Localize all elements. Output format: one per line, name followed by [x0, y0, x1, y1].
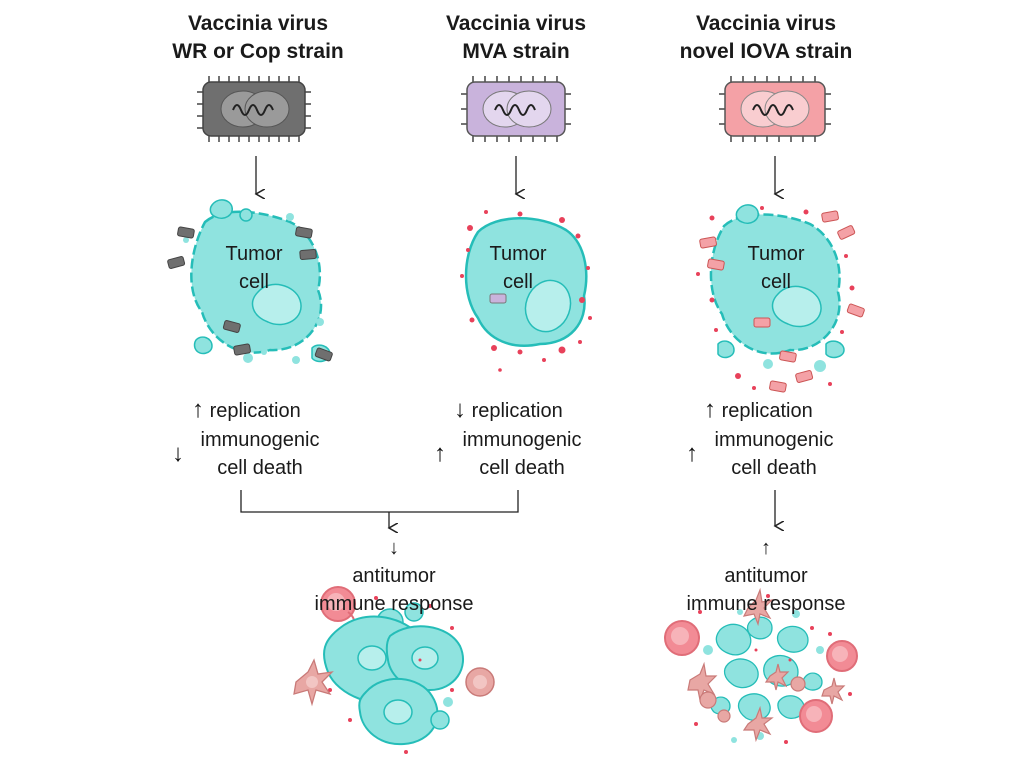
- title-line-2: novel IOVA strain: [679, 40, 853, 63]
- icd-line-1: immunogenic: [714, 429, 834, 451]
- icd-line-1: immunogenic: [462, 429, 582, 451]
- outcome-label-decreased: ↓ antitumor immune response: [284, 534, 504, 618]
- replication-arrow: ↑: [704, 396, 716, 423]
- outcome-arrow: ↓: [389, 537, 399, 559]
- title-line-1: Vaccinia virus: [695, 12, 837, 35]
- icd-arrow-2: ↑: [434, 440, 446, 467]
- replication-label: replication: [209, 400, 301, 422]
- outcome-line-1: ↓ antitumor: [284, 534, 504, 590]
- icd-line-2: cell death: [479, 457, 565, 479]
- outcome-line-2: immune response: [686, 593, 846, 615]
- outcome-text: antitumor: [352, 565, 436, 587]
- outcome-arrow: ↑: [761, 537, 771, 559]
- icd-label-3: immunogenic cell death: [704, 426, 844, 482]
- tumor-cell-mva: [460, 210, 592, 372]
- dendritic-cell-left: [293, 658, 334, 707]
- dendritic-cells-infiltrating: [687, 587, 846, 743]
- replication-arrow: ↓: [454, 396, 466, 423]
- icd-line-2: cell death: [731, 457, 817, 479]
- label-line-2: cell: [760, 271, 791, 293]
- tumor-cluster-destroyed: [664, 587, 858, 744]
- virus-particle-wr-cop: [197, 76, 311, 142]
- label-line-1: Tumor: [489, 243, 547, 265]
- tumor-cluster-intact: [293, 586, 495, 754]
- tumor-cell-label-3: Tumor cell: [716, 240, 836, 296]
- column-title-wr-cop: Vaccinia virus WR or Cop strain: [128, 10, 388, 66]
- icd-label-1: immunogenic cell death: [190, 426, 330, 482]
- immune-cell-pink-large-3: [799, 699, 833, 733]
- outcome-line-1: ↑ antitumor: [656, 534, 876, 590]
- tumor-cell-wr-cop: [167, 199, 333, 364]
- column-title-mva: Vaccinia virus MVA strain: [386, 10, 646, 66]
- replication-arrow: ↑: [192, 396, 204, 423]
- title-line-2: WR or Cop strain: [172, 40, 344, 63]
- virus-particle-mva: [461, 76, 571, 142]
- merge-bracket: [240, 490, 519, 513]
- icd-arrow-3: ↑: [686, 440, 698, 467]
- label-line-2: cell: [238, 271, 269, 293]
- immune-cell-pink-large-1: [664, 620, 700, 656]
- icd-line-1: immunogenic: [200, 429, 320, 451]
- immune-cell-pink-large-2: [826, 640, 858, 672]
- replication-label: replication: [471, 400, 563, 422]
- icd-label-2: immunogenic cell death: [452, 426, 592, 482]
- outcome-line-2: immune response: [314, 593, 474, 615]
- tumor-cell-label-1: Tumor cell: [194, 240, 314, 296]
- label-line-2: cell: [502, 271, 533, 293]
- tumor-cell-label-2: Tumor cell: [458, 240, 578, 296]
- replication-effect-2: ↓ replication: [454, 396, 563, 425]
- replication-effect-1: ↑ replication: [192, 396, 301, 425]
- title-line-2: MVA strain: [462, 40, 570, 63]
- outcome-label-increased: ↑ antitumor immune response: [656, 534, 876, 618]
- label-line-1: Tumor: [747, 243, 805, 265]
- title-line-1: Vaccinia virus: [187, 12, 329, 35]
- icd-line-2: cell death: [217, 457, 303, 479]
- outcome-text: antitumor: [724, 565, 808, 587]
- tumor-cell-iova: [696, 204, 865, 393]
- icd-arrow-1: ↓: [172, 440, 184, 467]
- replication-effect-3: ↑ replication: [704, 396, 813, 425]
- label-line-1: Tumor: [225, 243, 283, 265]
- column-title-iova: Vaccinia virus novel IOVA strain: [636, 10, 896, 66]
- title-line-1: Vaccinia virus: [445, 12, 587, 35]
- replication-label: replication: [721, 400, 813, 422]
- immune-cell-right: [465, 667, 495, 697]
- virus-particle-iova: [719, 76, 831, 142]
